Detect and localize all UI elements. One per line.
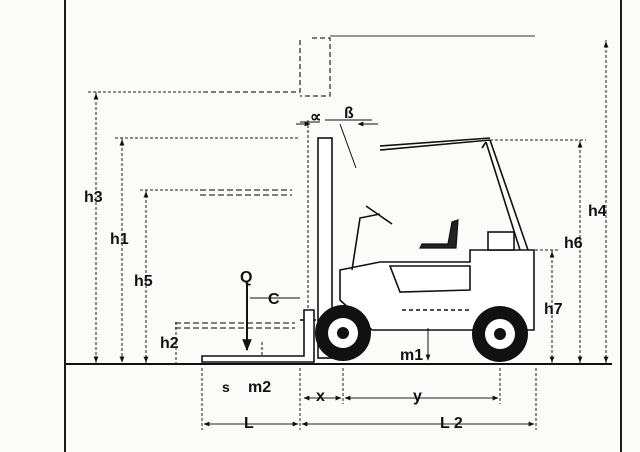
- dimension-arrows-left: [93, 93, 149, 363]
- seat: [419, 219, 459, 249]
- fork-ghost-h5: [200, 189, 292, 196]
- label-h1: h1: [110, 231, 129, 248]
- lowered-forks: [201, 309, 315, 363]
- label-s: s: [222, 379, 230, 395]
- fork-ghost-h2: [175, 322, 295, 329]
- rear-wheel: [472, 306, 528, 362]
- label-h7: h7: [544, 301, 563, 318]
- label-h5: h5: [134, 273, 153, 290]
- label-alpha: ∝: [310, 109, 321, 126]
- dimension-lines-right: [490, 40, 607, 364]
- label-m1: m1: [400, 347, 423, 364]
- sheet-left-border: [64, 0, 66, 452]
- steering-column: [351, 205, 393, 271]
- mast: [300, 120, 333, 359]
- label-h3: h3: [84, 189, 103, 206]
- tilt-angle-marks: [296, 119, 378, 169]
- label-m2: m2: [248, 379, 271, 396]
- label-l: L: [244, 415, 254, 432]
- sheet-right-border: [620, 0, 622, 452]
- bottom-dimension-lines: [201, 368, 537, 430]
- front-wheel: [315, 305, 371, 361]
- label-h2: h2: [160, 335, 179, 352]
- label-x: x: [316, 388, 325, 405]
- label-y: y: [413, 388, 422, 405]
- overhead-guard: [379, 137, 529, 251]
- dimension-arrows-right: [549, 41, 609, 363]
- label-q: Q: [240, 269, 252, 286]
- truck-body: [339, 231, 535, 331]
- dimension-lines-left: [88, 91, 300, 364]
- label-c: C: [268, 291, 280, 308]
- raised-fork-ghost: [205, 35, 535, 97]
- label-l2: L 2: [440, 415, 463, 432]
- label-beta: ß: [344, 105, 354, 122]
- label-h6: h6: [564, 235, 583, 252]
- label-h4: h4: [588, 203, 607, 220]
- load-center-dim: [250, 297, 300, 356]
